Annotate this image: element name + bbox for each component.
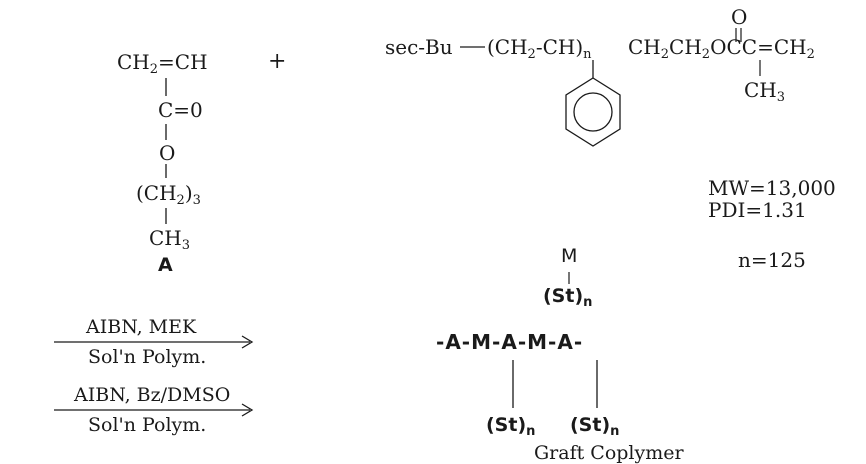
benzene-ring: [565, 77, 621, 147]
degree-of-polymerization: n=125: [738, 248, 806, 272]
reaction-arrow-1-head: [241, 335, 254, 349]
macromonomer-label-m: M: [561, 245, 578, 267]
macromonomer-carbonyl-oxygen: O: [731, 5, 748, 29]
monomer-a-label: A: [158, 254, 173, 276]
condition-1-method: Sol'n Polym.: [88, 346, 207, 368]
macromonomer-methacrylate-tail: CH2CH2OCC=CH2: [628, 35, 815, 62]
macromonomer-alpha-methyl: CH3: [744, 78, 786, 105]
monomer-a-vinyl: CH2=CH: [117, 50, 208, 77]
reaction-arrow-2-head: [241, 403, 254, 417]
condition-2-method: Sol'n Polym.: [88, 414, 207, 436]
monomer-a-chain: (CH2)3: [136, 181, 201, 208]
macromonomer-sec-bu: sec-Bu: [385, 35, 453, 59]
graft-copolymer-backbone: -A-M-A-M-A-: [436, 330, 584, 354]
macromonomer-label-st: (St)n: [543, 285, 593, 310]
polydispersity-index: PDI=1.31: [708, 198, 807, 222]
graft-branch-1-label: (St)n: [486, 414, 536, 439]
product-name: Graft Coplymer: [534, 442, 684, 464]
condition-2-reagents: AIBN, Bz/DMSO: [74, 384, 231, 406]
macromonomer-repeat-unit: (CH2-CH)n: [487, 35, 592, 62]
monomer-a-oxygen: O: [159, 141, 176, 165]
molecular-weight: MW=13,000: [708, 176, 836, 200]
graft-branch-2-label: (St)n: [570, 414, 620, 439]
benzene-aromatic-circle: [573, 92, 613, 132]
monomer-a-carbonyl: C=0: [158, 98, 203, 122]
condition-1-reagents: AIBN, MEK: [86, 316, 197, 338]
monomer-a-methyl: CH3: [149, 226, 191, 253]
plus-sign: +: [268, 49, 287, 74]
